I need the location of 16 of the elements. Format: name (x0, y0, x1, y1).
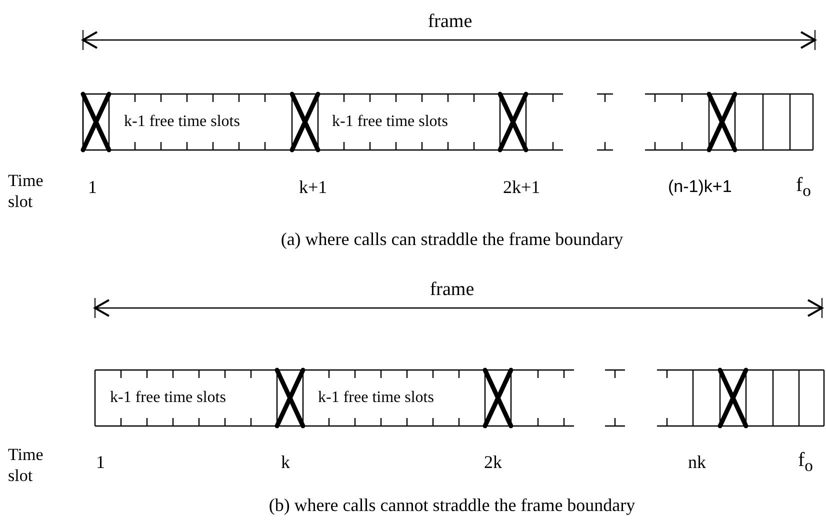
slot-number: k+1 (299, 178, 328, 196)
slot-number: f$_{o}$ (796, 175, 811, 200)
dimension-label: frame (428, 12, 472, 31)
slot-number: (n-1)k+1 (668, 178, 732, 195)
axis-label: Time slot (8, 170, 44, 212)
slot-number: f$_{o}$ (798, 450, 813, 475)
slot-number: k (281, 453, 290, 471)
axis-label: Time slot (8, 444, 44, 486)
dimension-label: frame (430, 280, 474, 299)
slot-number: 1 (88, 178, 97, 196)
caption: (a) where calls can straddle the frame boundary (280, 230, 624, 248)
slot-number: 1 (96, 453, 105, 471)
slot-number: 2k (484, 453, 502, 471)
slot-number: 2k+1 (503, 178, 540, 196)
slot-number: nk (688, 453, 706, 471)
caption: (b) where calls cannot straddle the frame boundary (268, 496, 636, 514)
